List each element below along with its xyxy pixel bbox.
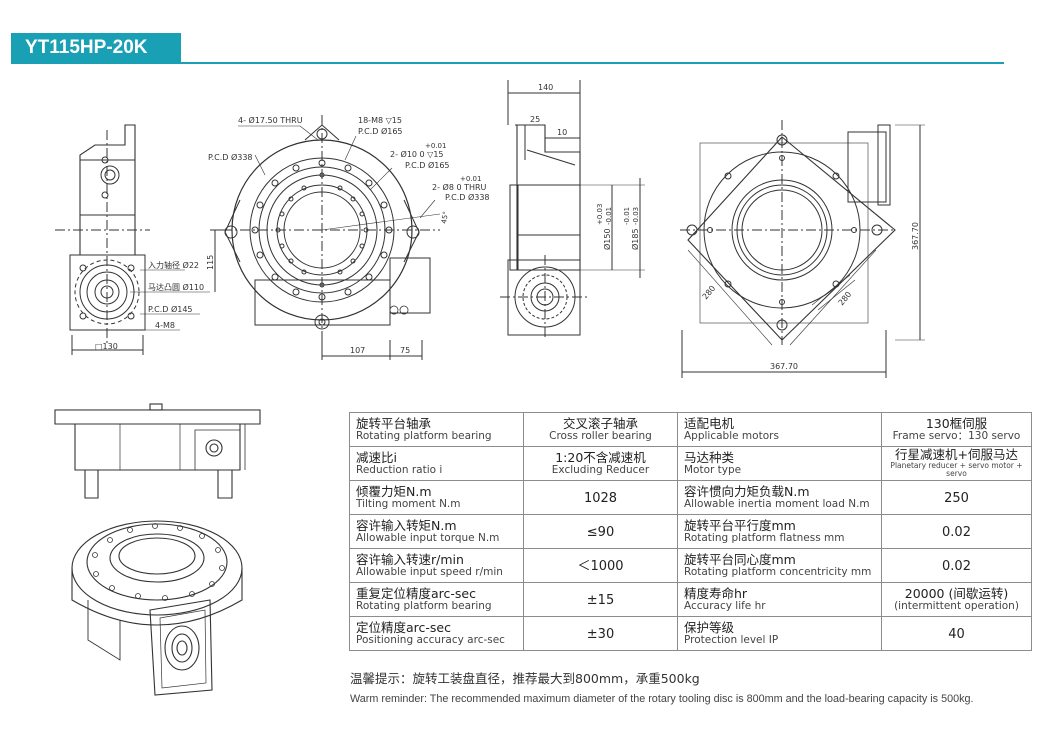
- svg-text:367.70: 367.70: [770, 362, 798, 371]
- warm-reminder-en: Warm reminder: The recommended maximum d…: [350, 693, 974, 705]
- svg-text:10: 10: [557, 128, 567, 137]
- svg-text:-0.01: -0.01: [605, 207, 613, 225]
- svg-text:入力轴径 Ø22: 入力轴径 Ø22: [148, 260, 199, 270]
- svg-text:2- Ø10 0 ▽15: 2- Ø10 0 ▽15: [390, 149, 444, 159]
- svg-text:-0.03: -0.03: [632, 207, 640, 225]
- svg-text:2- Ø8 0 THRU: 2- Ø8 0 THRU: [432, 182, 487, 192]
- technical-drawing: □130 入力轴径 Ø22 马达凸圆 Ø110 P.C.D Ø145 4-M8 …: [54, 80, 925, 410]
- center-view: 107 75 4- Ø17.50 THRU 18-M8 ▽15 P.C.D Ø1…: [210, 115, 490, 360]
- svg-text:P.C.D Ø338: P.C.D Ø338: [445, 192, 490, 202]
- title-underline: [11, 62, 1004, 64]
- svg-text:Ø150: Ø150: [602, 228, 612, 250]
- svg-text:367.70: 367.70: [911, 222, 920, 250]
- svg-text:P.C.D Ø145: P.C.D Ø145: [148, 304, 193, 314]
- svg-text:+0.03: +0.03: [596, 204, 604, 225]
- svg-text:马达凸圆 Ø110: 马达凸圆 Ø110: [148, 282, 204, 292]
- svg-text:75: 75: [400, 346, 410, 355]
- isometric-side-model: [54, 403, 261, 499]
- svg-text:280: 280: [837, 290, 854, 307]
- svg-text:+0.01: +0.01: [460, 175, 481, 183]
- svg-text:P.C.D Ø165: P.C.D Ø165: [405, 160, 450, 170]
- svg-text:Ø185: Ø185: [630, 228, 640, 250]
- page-title: YT115HP-20K: [11, 33, 181, 63]
- isometric-3d-model: [71, 520, 243, 696]
- side-view: 140 25 10 Ø150 +0.03 -0.01 Ø185 -0.01 -0…: [500, 80, 645, 340]
- svg-text:25: 25: [530, 115, 540, 124]
- svg-text:280: 280: [701, 284, 718, 301]
- svg-text:+0.01: +0.01: [425, 142, 446, 150]
- svg-text:4- Ø17.50 THRU: 4- Ø17.50 THRU: [238, 115, 303, 125]
- warm-reminder-zh: 温馨提示：旋转工装盘直径，推荐最大到800mm，承重500kg: [350, 671, 700, 686]
- svg-text:45°: 45°: [440, 211, 450, 225]
- svg-text:-0.01: -0.01: [623, 207, 631, 225]
- top-view: 367.70 367.70 280 280: [680, 120, 925, 378]
- svg-text:P.C.D Ø165: P.C.D Ø165: [358, 126, 403, 136]
- svg-text:4-M8: 4-M8: [155, 321, 175, 330]
- dim-square-130: □130: [95, 342, 118, 351]
- left-view: □130 入力轴径 Ø22 马达凸圆 Ø110 P.C.D Ø145 4-M8 …: [55, 124, 266, 355]
- svg-text:140: 140: [538, 83, 553, 92]
- svg-text:107: 107: [350, 346, 365, 355]
- svg-text:P.C.D Ø338: P.C.D Ø338: [208, 152, 253, 162]
- svg-text:115: 115: [206, 255, 215, 270]
- svg-text:18-M8 ▽15: 18-M8 ▽15: [358, 116, 402, 125]
